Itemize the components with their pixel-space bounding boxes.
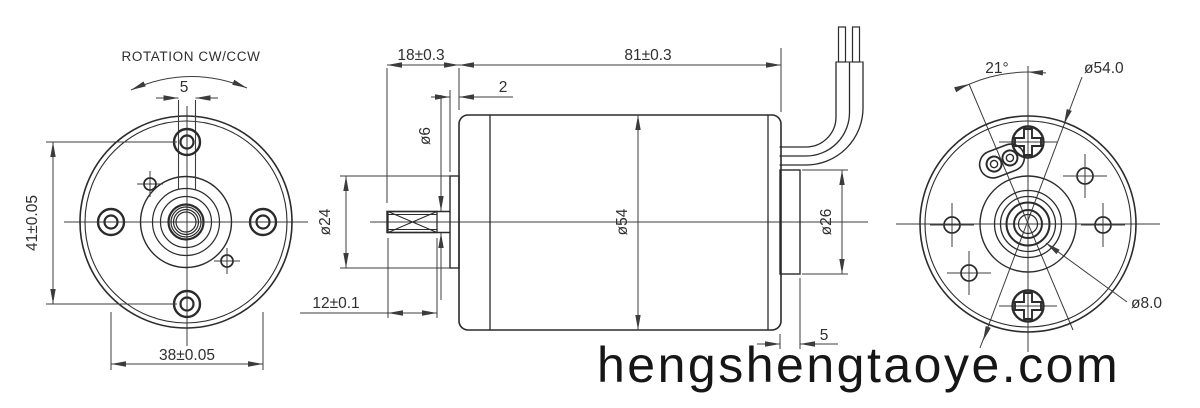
front-pilot-holes	[137, 171, 240, 274]
dim-hole-spacing-horizontal: 38±0.05	[110, 312, 264, 370]
dim-hole-spacing-horizontal-label: 38±0.05	[159, 347, 215, 364]
motor-body-outline	[458, 114, 782, 331]
dim-front-boss-step: 2	[431, 79, 513, 172]
front-slot-lines	[177, 100, 197, 190]
front-mounting-holes	[96, 127, 278, 319]
wire-stripped-tips	[837, 26, 861, 63]
rotation-label: ROTATION CW/CCW	[122, 49, 261, 64]
rear-view: 21° ø54.0 ø8.0	[896, 60, 1162, 352]
dim-slot-width-label: 5	[180, 79, 189, 96]
case-screws	[1011, 125, 1045, 323]
shaft-knurl	[387, 210, 438, 234]
dim-body-diameter: ø54	[614, 115, 641, 330]
dim-shaft-knurl-length: 12±0.1	[300, 238, 438, 318]
dim-body-length-label: 81±0.3	[624, 47, 671, 64]
mounting-hole	[248, 207, 278, 237]
dim-terminal-angle: 21°	[954, 60, 1047, 93]
phillips-screw-icon	[1011, 289, 1045, 323]
dim-shaft-extension-label: 18±0.3	[397, 47, 444, 64]
side-view: 18±0.3 81±0.3 2 ø6 ø24	[300, 26, 868, 349]
dim-shaft-diameter-label: ø6	[417, 127, 434, 145]
watermark: hengshengtaoye.com	[597, 337, 1120, 393]
rotation-arrow	[130, 76, 248, 91]
dim-bearing-diameter-label: ø8.0	[1131, 295, 1162, 312]
dim-hole-spacing-vertical-label: 41±0.05	[24, 195, 41, 251]
mounting-hole	[96, 207, 126, 237]
dim-rear-boss-length-label: 5	[820, 327, 829, 344]
dim-body-length: 81±0.3	[459, 47, 782, 112]
dim-slot-width: 5	[156, 79, 218, 101]
motor-shaft	[386, 210, 451, 234]
dim-shaft-extension: 18±0.3	[386, 47, 460, 203]
front-boss	[449, 175, 460, 269]
dim-shaft-diameter: ø6	[417, 95, 444, 300]
front-view: ROTATION CW/CCW 5 41±0.05 38±0.05	[24, 49, 308, 370]
phillips-screw-icon	[1011, 125, 1045, 159]
rear-boss	[779, 169, 801, 275]
dim-front-boss-diameter: ø24	[317, 175, 450, 269]
dim-bearing-diameter: ø8.0	[1044, 240, 1162, 312]
dim-terminal-angle-label: 21°	[985, 60, 1008, 77]
dim-front-boss-step-label: 2	[499, 79, 508, 96]
rear-pilot-holes	[930, 154, 1125, 295]
dim-front-boss-diameter-label: ø24	[317, 208, 334, 235]
dim-hole-spacing-vertical: 41±0.05	[24, 141, 177, 305]
front-housing-outline	[79, 115, 293, 329]
dim-rear-boss-length: 5	[757, 278, 838, 349]
dim-shaft-knurl-length-label: 12±0.1	[312, 295, 359, 312]
terminal-grommet	[978, 143, 1026, 179]
rear-housing-outline	[919, 115, 1137, 333]
dim-body-diameter-label: ø54	[614, 208, 631, 235]
lead-wires	[779, 26, 864, 166]
dim-rear-boss-diameter-label: ø26	[818, 209, 835, 236]
dim-rear-boss-diameter: ø26	[802, 169, 848, 275]
dim-outer-diameter-label: ø54.0	[1084, 60, 1124, 77]
